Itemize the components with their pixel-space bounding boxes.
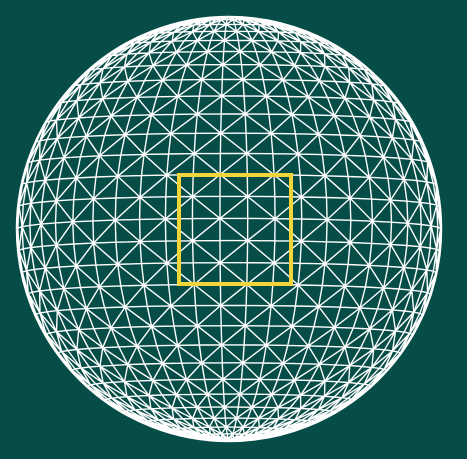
render-canvas bbox=[0, 0, 467, 459]
sphere-scene bbox=[0, 0, 467, 459]
